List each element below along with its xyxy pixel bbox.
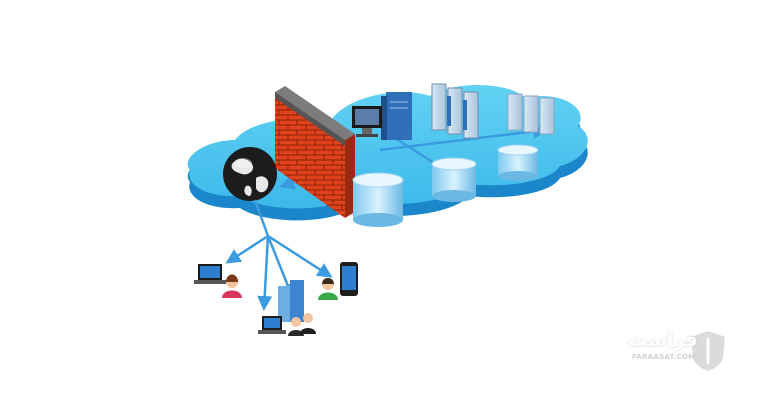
laptop-user (194, 264, 242, 298)
watermark-brand-text: فراست (628, 329, 698, 351)
watermark-site-text: FARAASAT.COM (632, 353, 696, 361)
database-cylinder (497, 144, 539, 181)
globe-icon (223, 147, 277, 201)
server-rack (431, 83, 479, 139)
server-tower (381, 92, 412, 140)
database-cylinder (352, 172, 404, 227)
server-rack (507, 93, 555, 135)
monitor-icon (352, 106, 382, 137)
mobile-user (318, 262, 358, 300)
database-cylinder (431, 157, 477, 202)
watermark-logo-icon (688, 328, 728, 374)
office-users (258, 280, 316, 336)
firewall (275, 86, 355, 218)
